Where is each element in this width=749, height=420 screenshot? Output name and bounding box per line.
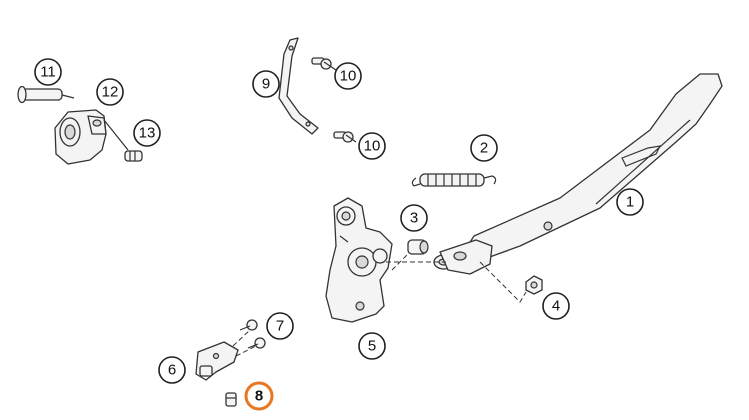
part-4-nut[interactable] <box>525 275 543 295</box>
part-13-spacer[interactable] <box>124 150 143 162</box>
part-10-screw-upper[interactable] <box>311 57 332 70</box>
callout-5: 5 <box>358 332 386 360</box>
callout-12-label: 12 <box>102 84 119 101</box>
part-8-screw[interactable] <box>225 392 237 407</box>
part-7-screw-upper[interactable] <box>239 319 258 331</box>
callout-8[interactable]: 8 <box>244 381 274 411</box>
callout-8-label: 8 <box>255 388 263 405</box>
callout-3-label: 3 <box>410 210 418 227</box>
callout-5-label: 5 <box>368 338 376 355</box>
callout-7-label: 7 <box>276 318 284 335</box>
callout-1: 1 <box>616 188 644 216</box>
part-5-mount-bracket[interactable] <box>325 197 393 323</box>
callout-11-label: 11 <box>40 64 56 81</box>
callout-2-label: 2 <box>480 140 488 157</box>
callout-3: 3 <box>400 204 428 232</box>
part-11-pin[interactable] <box>17 85 63 104</box>
callout-6-label: 6 <box>168 362 176 379</box>
callout-9: 9 <box>252 70 280 98</box>
part-6-sensor-bracket[interactable] <box>195 341 239 381</box>
part-7-screw-lower[interactable] <box>247 337 266 349</box>
part-1-side-stand[interactable] <box>433 73 723 275</box>
part-12-pivot-block[interactable] <box>54 109 107 165</box>
callout-13: 13 <box>133 119 161 147</box>
part-10-screw-lower[interactable] <box>333 131 354 143</box>
part-3-bushing[interactable] <box>407 239 429 255</box>
part-2-spring[interactable] <box>411 173 497 187</box>
callout-12: 12 <box>96 78 124 106</box>
callout-11: 11 <box>34 58 62 86</box>
callout-10-lower: 10 <box>358 132 386 160</box>
callout-7: 7 <box>266 312 294 340</box>
leader-lines <box>61 61 527 357</box>
part-9-bracket[interactable] <box>278 37 319 135</box>
callout-10-upper: 10 <box>334 62 362 90</box>
callout-9-label: 9 <box>262 76 270 93</box>
callout-2: 2 <box>470 134 498 162</box>
callout-10-upper-label: 10 <box>340 68 357 85</box>
callout-4-label: 4 <box>552 298 560 315</box>
callout-10-lower-label: 10 <box>364 138 381 155</box>
callout-4: 4 <box>542 292 570 320</box>
callout-6: 6 <box>158 356 186 384</box>
callout-1-label: 1 <box>626 194 634 211</box>
callout-13-label: 13 <box>139 125 156 142</box>
